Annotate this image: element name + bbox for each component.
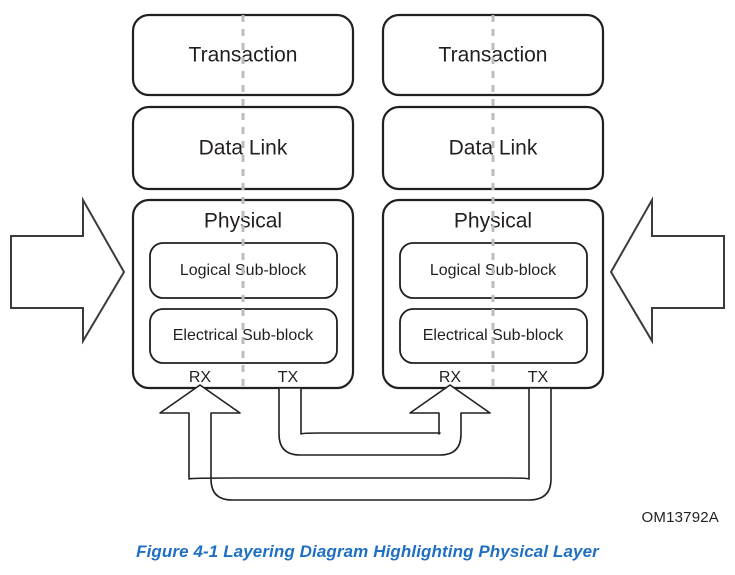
- inbound-right-arrow: [609, 196, 725, 345]
- link-left-tx-to-right-rx: [278, 384, 491, 456]
- figure-code: OM13792A: [641, 509, 719, 526]
- left-stack: Transaction Data Link Physical Logical S…: [131, 13, 355, 390]
- left-stack-transaction-label: Transaction: [189, 44, 298, 67]
- left-stack-electrical-sub-block-label: Electrical Sub-block: [173, 327, 315, 344]
- left-stack-physical-label: Physical: [204, 210, 282, 233]
- right-stack-transaction-label: Transaction: [439, 44, 548, 67]
- right-stack: Transaction Data Link Physical Logical S…: [381, 13, 605, 390]
- figure-caption: Figure 4-1 Layering Diagram Highlighting…: [136, 542, 599, 561]
- right-stack-physical-label: Physical: [454, 210, 532, 233]
- right-stack-rx-label: RX: [439, 369, 462, 386]
- right-stack-tx-label: TX: [528, 369, 549, 386]
- right-stack-data-link-label: Data Link: [449, 137, 538, 160]
- left-stack-tx-label: TX: [278, 369, 299, 386]
- link-right-tx-to-left-rx: [159, 384, 552, 501]
- left-stack-rx-label: RX: [189, 369, 212, 386]
- inbound-left-arrow: [10, 196, 126, 345]
- left-stack-data-link-label: Data Link: [199, 137, 288, 160]
- right-stack-electrical-sub-block-label: Electrical Sub-block: [423, 327, 565, 344]
